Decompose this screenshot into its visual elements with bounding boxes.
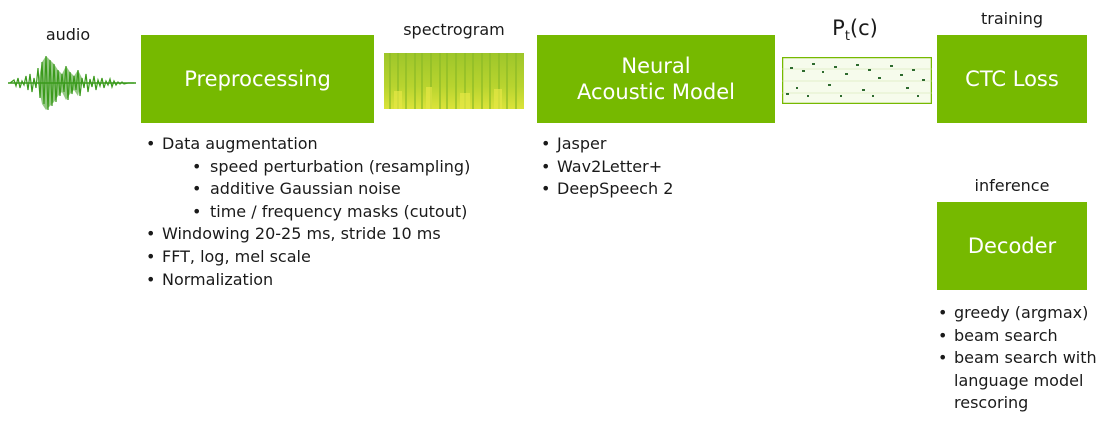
list-item: rescoring: [954, 393, 1029, 413]
list-item: language model: [954, 370, 1084, 390]
probability-main: P: [832, 16, 845, 40]
ctc-loss-label: CTC Loss: [965, 67, 1059, 91]
waveform-icon: [8, 55, 136, 111]
list-item: greedy (argmax): [936, 302, 1097, 325]
spectrogram-label: spectrogram: [403, 20, 505, 39]
inference-label: inference: [974, 176, 1050, 195]
acoustic-model-label-line2: Acoustic Model: [577, 80, 735, 104]
list-item: speed perturbation (resampling): [144, 156, 470, 179]
list-item: Windowing 20-25 ms, stride 10 ms: [144, 223, 470, 246]
list-item: FFT, log, mel scale: [144, 246, 470, 269]
list-item: beam search: [936, 325, 1097, 348]
decoder-label: Decoder: [967, 234, 1057, 258]
training-label: training: [981, 9, 1043, 28]
acoustic-model-label-line1: Neural: [621, 54, 691, 78]
probability-matrix-image: [782, 57, 932, 104]
acoustic-model-box: Neural Acoustic Model: [537, 35, 775, 123]
decoder-list: greedy (argmax) beam search beam search …: [936, 302, 1097, 415]
audio-label: audio: [45, 25, 91, 44]
probability-label: Pt(c): [805, 16, 905, 44]
spectrogram-image: [384, 53, 524, 109]
list-item: time / frequency masks (cutout): [144, 201, 470, 224]
probability-arg: (c): [849, 16, 878, 40]
list-item: beam search with: [936, 347, 1097, 370]
preprocessing-list: Data augmentation speed perturbation (re…: [144, 133, 470, 291]
preprocessing-box-label: Preprocessing: [184, 67, 331, 91]
list-item: Jasper: [539, 133, 673, 156]
ctc-loss-box: CTC Loss: [937, 35, 1087, 123]
list-item: Wav2Letter+: [539, 156, 673, 179]
list-item: DeepSpeech 2: [539, 178, 673, 201]
probability-subscript: t: [844, 29, 850, 45]
acoustic-model-list: Jasper Wav2Letter+ DeepSpeech 2: [539, 133, 673, 201]
decoder-box: Decoder: [937, 202, 1087, 290]
list-item: additive Gaussian noise: [144, 178, 470, 201]
preprocessing-box: Preprocessing: [141, 35, 374, 123]
list-item: Normalization: [144, 269, 470, 292]
list-item: Data augmentation: [144, 133, 470, 156]
